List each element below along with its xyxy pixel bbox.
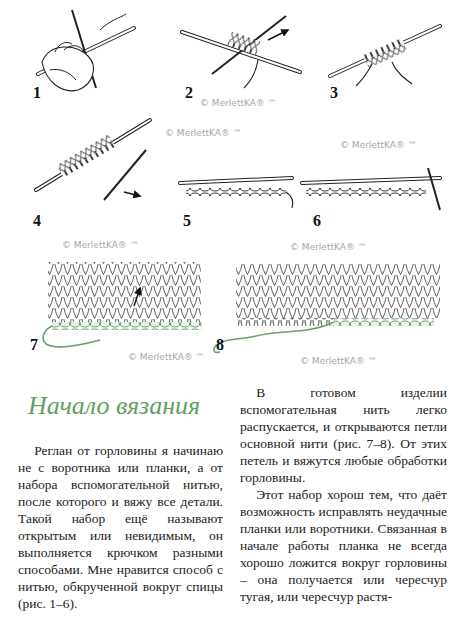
loops-on-needle [57,135,116,178]
figure-number-holder: 4 [33,212,41,230]
watermark: © MerlettKA® ™ [340,140,417,151]
needle [302,178,440,183]
hook [428,168,440,210]
hook [104,150,146,200]
watermark: © MerlettKA® ™ [62,240,139,251]
watermark: © MerlettKA® ™ [165,128,242,139]
body-paragraph: В готовом изделии вспомогательная нить л… [240,384,447,486]
body-paragraph-holder: Реглан от горловины я начинаю не с ворот… [18,442,223,612]
body-paragraph-holder: В готовом изделии вспомогательная нить л… [240,384,447,486]
arrow [124,192,140,196]
figure-number-holder: 5 [183,212,191,230]
watermark-holder: © MerlettKA® ™ [62,240,139,251]
watermark: © MerlettKA® ™ [200,98,277,109]
aux-chain [334,318,434,326]
figure-number-holder: 3 [330,84,338,102]
chain-row [186,188,286,196]
chain-row [306,188,426,196]
watermark-holder: © MerlettKA® ™ [200,98,277,109]
aux-thread [214,322,334,352]
figure-number: 1 [33,84,41,102]
figure-number: 8 [216,336,224,354]
watermark-holder: © MerlettKA® ™ [128,352,205,363]
figure-number: 6 [313,212,321,230]
needle [302,178,440,183]
body-paragraph: Этот набор хорош тем, что даёт возможнос… [240,486,447,605]
figure-number: 7 [30,336,38,354]
needle [36,120,150,190]
figure-number-holder: 2 [185,84,193,102]
thread [100,14,126,30]
figure-number-holder: 6 [313,212,321,230]
body-paragraph-holder: Этот набор хорош тем, что даёт возможнос… [240,486,447,605]
hook [212,16,286,74]
figure-number-holder: 7 [30,336,38,354]
figure-number-holder: 8 [216,336,224,354]
aux-chain [52,322,202,330]
watermark-holder: © MerlettKA® ™ [340,140,417,151]
figure-number-holder: 1 [33,84,41,102]
body-paragraph: Реглан от горловины я начинаю не с ворот… [18,442,223,612]
open-loops [238,318,334,326]
watermark-holder: © MerlettKA® ™ [290,242,367,253]
figure-number: 3 [330,84,338,102]
loops-on-needle [228,32,261,55]
watermark: © MerlettKA® ™ [290,242,367,253]
loops-on-needle [363,38,407,68]
needle [180,178,292,183]
fingers [50,42,84,80]
thread [286,192,293,208]
watermark-holder: © MerlettKA® ™ [300,356,377,367]
watermark: © MerlettKA® ™ [300,356,377,367]
knitted-fabric [236,264,440,318]
arrow [134,288,140,306]
arrow [268,30,288,40]
thread [244,60,258,88]
aux-thread [43,326,100,347]
figure-number: 5 [183,212,191,230]
watermark-holder: © MerlettKA® ™ [165,128,242,139]
watermark: © MerlettKA® ™ [128,352,205,363]
hand [42,47,93,91]
needle [180,178,292,183]
needle [330,26,440,76]
figure-number: 2 [185,84,193,102]
needle [36,120,150,190]
section-heading-holder: Начало вязания [28,390,200,422]
needle [330,26,440,76]
section-heading: Начало вязания [28,390,200,422]
knitted-fabric [48,262,201,322]
figure-number: 4 [33,212,41,230]
thread [356,62,412,86]
